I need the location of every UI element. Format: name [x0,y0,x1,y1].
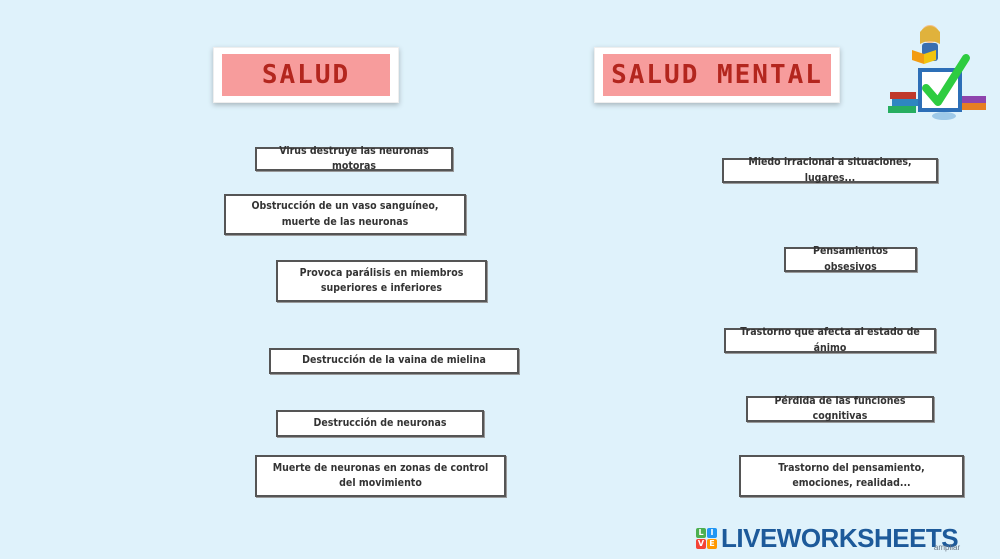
mark-letter-e: E [707,539,717,549]
teacher-with-books-checkmark-icon [888,25,986,120]
mark-letter-i: I [707,528,717,538]
heading-salud-label: SALUD [222,54,390,96]
liveworksheets-logo[interactable]: L I V E LIVEWORKSHEETS ampliar [696,523,961,554]
card-right-1[interactable]: Miedo irracional a situaciones, lugares.… [722,156,938,184]
card-left-6[interactable]: Muerte de neuronas en zonas de control d… [255,455,506,497]
zoom-link[interactable]: ampliar [933,543,961,552]
mark-letter-l: L [696,528,706,538]
heading-salud-mental: SALUD MENTAL [594,47,840,103]
heading-salud: SALUD [213,47,399,103]
card-left-5[interactable]: Destrucción de neuronas [276,410,484,437]
liveworksheets-mark: L I V E [696,528,717,549]
card-right-4[interactable]: Pérdida de las funciones cognitivas [746,395,934,422]
card-left-4[interactable]: Destrucción de la vaina de mielina [269,348,519,374]
card-right-5[interactable]: Trastorno del pensamiento, emociones, re… [739,455,964,497]
mark-letter-v: V [696,539,706,549]
card-right-3[interactable]: Trastorno que afecta al estado de ánimo [724,326,936,354]
card-left-1[interactable]: Virus destruye las neuronas motoras [255,145,453,172]
card-left-2[interactable]: Obstrucción de un vaso sanguíneo, muerte… [224,194,466,235]
liveworksheets-wordmark: LIVEWORKSHEETS [721,523,959,553]
card-right-2[interactable]: Pensamientos obsesivos [784,245,917,273]
card-left-3[interactable]: Provoca parálisis en miembros superiores… [276,260,487,302]
heading-salud-mental-label: SALUD MENTAL [603,54,831,96]
